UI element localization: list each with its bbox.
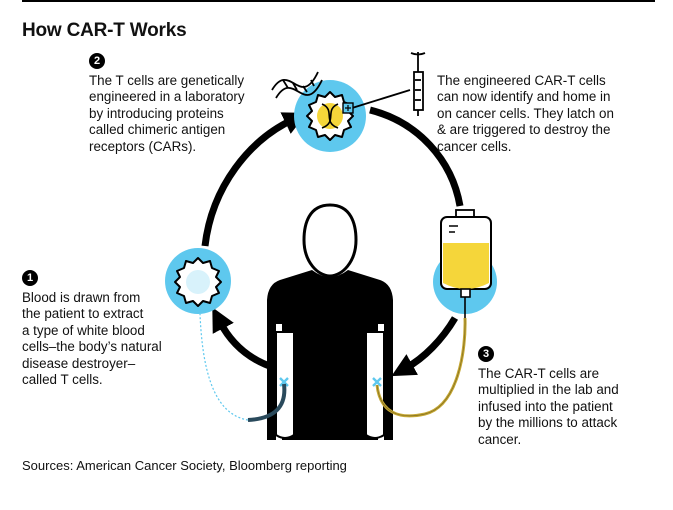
engineered-line: cancer cells. [437, 138, 512, 154]
step-2-line: receptors (CARs). [89, 138, 197, 154]
patient-head [302, 203, 358, 278]
step-1-line: Blood is drawn from [22, 290, 141, 305]
cycle-arrow-right-down [369, 106, 464, 207]
engineered-line: The engineered CAR-T cells [437, 73, 606, 88]
step-2-line: The T cells are genetically [89, 73, 245, 88]
step-1-badge: 1 [22, 270, 38, 286]
step-3-line: infused into the patient [478, 398, 613, 414]
step-2-badge: 2 [89, 53, 105, 69]
step-3-line: The CAR-T cells are [478, 366, 600, 381]
step-3-line: by the millions to attack [478, 415, 618, 431]
step-1-line: called T cells. [22, 372, 103, 388]
source-note: Sources: American Cancer Society, Bloomb… [22, 458, 347, 473]
engineered-line: on cancer cells. They latch on [437, 105, 614, 121]
engineered-line: can now identify and home in [437, 89, 611, 105]
step-2-line: engineered in a laboratory [89, 89, 245, 105]
iv-tube [375, 317, 467, 418]
step-1-line: disease destroyer– [22, 355, 136, 371]
cycle-arrow-left-up [201, 112, 308, 247]
top-rule [22, 0, 655, 2]
dna-icon [271, 71, 323, 99]
cycle-arrow-iv-down [391, 316, 459, 377]
blood-draw-line [199, 313, 249, 421]
iv-bag-icon [433, 209, 497, 318]
step-3-badge: 3 [478, 346, 494, 362]
t-cell-icon [165, 248, 231, 314]
step-1-line: the patient to extract [22, 306, 144, 322]
step-3-text: The CAR-T cells are multiplied in the la… [478, 366, 619, 448]
step-3-line: multiplied in the lab and [478, 382, 619, 398]
step-3-line: cancer. [478, 431, 522, 447]
step-1-text: Blood is drawn from the patient to extra… [22, 290, 162, 388]
step-2-text: The T cells are genetically engineered i… [89, 73, 245, 155]
engineered-line: & are triggered to destroy the [437, 122, 611, 138]
step-1-line: a type of white blood [22, 322, 145, 338]
car-receptor-icon [342, 102, 354, 114]
pipette-icon [351, 52, 426, 116]
patient-figure [267, 203, 393, 440]
step-2-line: called chimeric antigen [89, 122, 226, 138]
cycle-arrow-return [212, 307, 277, 372]
engineered-cells-text: The engineered CAR-T cells can now ident… [437, 73, 614, 155]
step-1-line: cells–the body’s natural [22, 339, 162, 355]
patient-shirt [267, 270, 393, 440]
step-2-line: by introducing proteins [89, 105, 224, 121]
engineered-cell-icon [294, 80, 366, 152]
page-title: How CAR-T Works [22, 20, 187, 41]
blood-draw-tube [247, 383, 287, 422]
